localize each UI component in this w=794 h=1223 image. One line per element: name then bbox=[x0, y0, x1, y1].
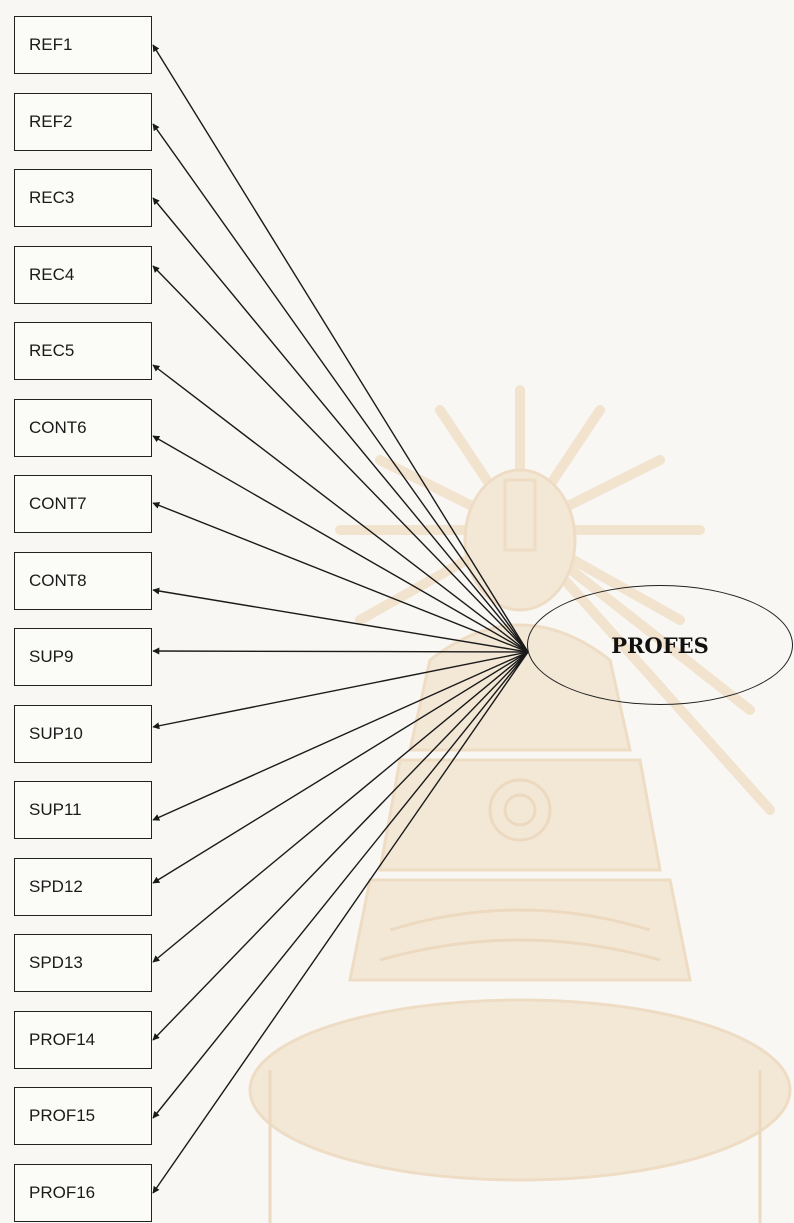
indicator-label: REF1 bbox=[29, 35, 73, 54]
path-arrow-sup9 bbox=[152, 647, 529, 655]
indicator-label: SPD13 bbox=[29, 953, 83, 972]
indicator-cont8: CONT8 bbox=[14, 551, 152, 610]
path-arrow-sup10 bbox=[152, 651, 529, 730]
indicator-cont7: CONT7 bbox=[14, 475, 152, 533]
indicator-prof15: PROF15 bbox=[14, 1087, 152, 1145]
indicator-rec4: REC4 bbox=[14, 245, 152, 304]
path-arrow-rec5 bbox=[152, 364, 529, 653]
indicator-label: PROF16 bbox=[29, 1182, 96, 1202]
indicator-label: SPD12 bbox=[29, 876, 83, 896]
latent-variable-profes: PROFES bbox=[527, 585, 793, 705]
indicator-ref1: REF1 bbox=[14, 16, 152, 74]
indicator-label: SUP11 bbox=[29, 800, 82, 819]
indicator-label: CONT6 bbox=[29, 417, 87, 437]
indicator-rec5: REC5 bbox=[14, 322, 152, 380]
indicator-prof16: PROF16 bbox=[14, 1163, 152, 1222]
path-arrow-rec4 bbox=[152, 265, 529, 653]
path-arrow-cont6 bbox=[152, 435, 529, 653]
indicator-label: REC4 bbox=[29, 264, 75, 284]
indicator-prof14: PROF14 bbox=[14, 1010, 152, 1069]
indicator-label: REC3 bbox=[29, 188, 75, 207]
path-arrow-ref2 bbox=[152, 123, 529, 653]
path-arrow-cont8 bbox=[152, 587, 529, 653]
indicator-ref2: REF2 bbox=[14, 92, 152, 151]
indicator-sup11: SUP11 bbox=[14, 781, 152, 839]
indicator-cont6: CONT6 bbox=[14, 398, 152, 457]
indicator-spd12: SPD12 bbox=[14, 857, 152, 916]
indicator-label: REC5 bbox=[29, 341, 75, 360]
path-arrow-spd12 bbox=[152, 651, 529, 884]
path-arrow-spd13 bbox=[152, 651, 529, 963]
path-arrow-ref1 bbox=[152, 44, 529, 653]
indicator-spd13: SPD13 bbox=[14, 934, 152, 992]
indicator-label: PROF14 bbox=[29, 1029, 96, 1049]
path-arrow-cont7 bbox=[152, 502, 529, 653]
indicator-sup9: SUP9 bbox=[14, 628, 152, 686]
indicator-sup10: SUP10 bbox=[14, 704, 152, 763]
indicator-label: CONT7 bbox=[29, 494, 87, 513]
indicator-label: SUP10 bbox=[29, 723, 83, 743]
path-arrow-prof16 bbox=[152, 651, 529, 1194]
path-arrow-rec3 bbox=[152, 197, 529, 653]
path-arrow-prof14 bbox=[152, 651, 529, 1041]
indicator-label: PROF15 bbox=[29, 1106, 96, 1125]
path-arrow-sup11 bbox=[152, 651, 529, 821]
indicator-label: CONT8 bbox=[29, 570, 87, 590]
indicator-label: REF2 bbox=[29, 111, 73, 131]
path-arrow-prof15 bbox=[152, 651, 529, 1119]
indicator-rec3: REC3 bbox=[14, 169, 152, 227]
university-emblem-watermark bbox=[248, 385, 792, 1223]
indicator-label: SUP9 bbox=[29, 647, 74, 666]
latent-label: PROFES bbox=[611, 632, 709, 658]
